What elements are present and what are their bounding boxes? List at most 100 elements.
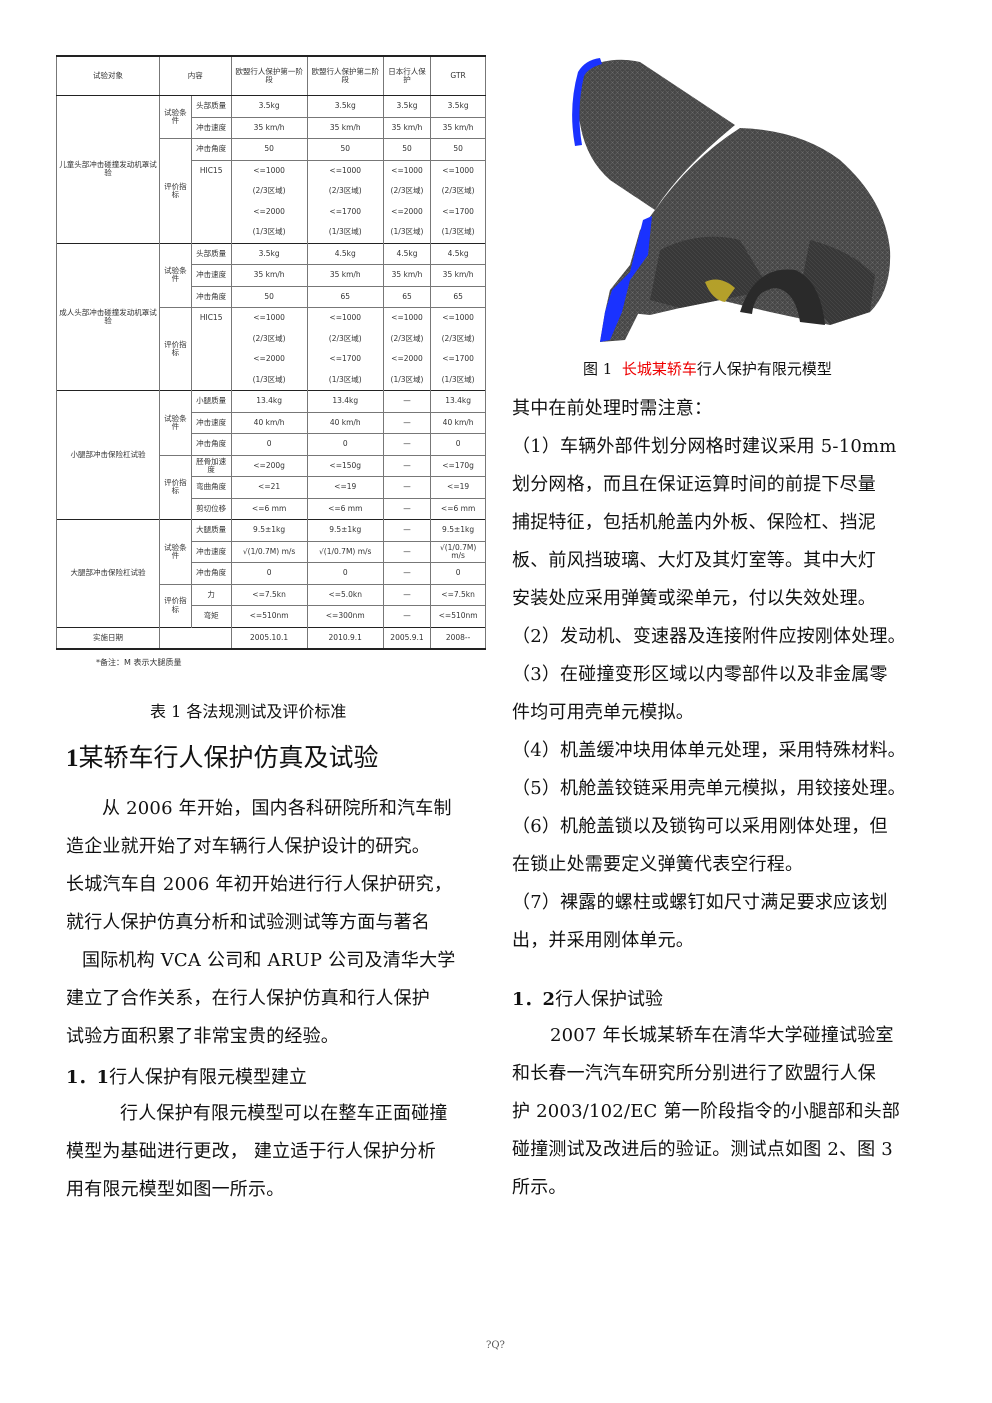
value-cell: <=510nm [230,605,308,627]
header-cell: 日本行人保护 [382,55,432,96]
value-cell: (1/3区域) [382,222,432,243]
value-cell: 35 km/h [430,116,486,139]
value-cell: 3.5kg [382,95,432,117]
header-cell: 内容 [158,55,232,96]
value-cell: <=1000 [430,159,486,181]
item-cell: 胫骨加速度 [190,454,232,477]
table-row: <=2000<=1700<=2000<=1700 [57,349,486,370]
blank-cell [158,626,232,650]
value-cell: (1/3区域) [230,222,308,243]
item-cell [190,369,232,391]
value-cell: 50 [306,138,384,160]
value-cell: (1/3区域) [306,369,384,391]
value-cell: <=19 [430,476,486,498]
value-cell: (1/3区域) [430,369,486,391]
table-row: 评价指标胫骨加速度<=200g<=150g—<=170g [57,454,486,520]
value-cell: — [382,476,432,498]
item-cell: 弯矩 [190,605,232,627]
value-cell: 40 km/h [430,411,486,434]
fe-model-figure [572,58,891,342]
value-cell: 40 km/h [230,411,308,434]
section-cell: 试验条件 [158,390,192,455]
value-cell: 0 [230,562,308,584]
table-row: (1/3区域)(1/3区域)(1/3区域)(1/3区域) [57,369,486,391]
value-cell: — [382,562,432,584]
value-cell: — [382,411,432,434]
value-cell: 9.5±1kg [230,519,308,541]
item-cell: 力 [190,583,232,606]
table-row: HIC15<=1000<=1000<=1000<=1000 [57,159,486,181]
header-cell: 试验对象 [56,55,160,96]
table-row: <=2000<=1700<=2000<=1700 [57,201,486,222]
value-cell: <=1000 [430,307,486,329]
paragraph-model: 行人保护有限元模型可以在整车正面碰撞 模型为基础进行更改， 建立适于行人保护分析… [66,1103,448,1200]
table-row: 评价指标力<=7.5kn<=5.0kn—<=7.5kn [57,583,486,627]
value-cell: 13.4kg [230,390,308,412]
value-cell: √(1/0.7M) m/s [230,540,308,563]
figure-caption: 图 1 长城某轿车行人保护有限元模型 [583,360,832,378]
value-cell: (2/3区域) [230,181,308,202]
section-cell: 评价指标 [158,138,192,243]
value-cell: 65 [306,285,384,308]
date-value-cell: 2005.9.1 [382,626,432,650]
value-cell: (1/3区域) [382,369,432,391]
value-cell: <=7.5kn [230,583,308,606]
group-name-cell: 小腿部冲击保险杠试验 [56,390,160,520]
paragraph-test: 2007 年长城某轿车在清华大学碰撞试验室 和长春一汽汽车研究所分别进行了欧盟行… [512,1025,901,1198]
value-cell: <=1000 [382,307,432,329]
subheading-1-1: 1．1行人保护有限元模型建立 [66,1067,308,1088]
value-cell: 0 [306,433,384,455]
value-cell: 65 [430,285,486,308]
paragraph-intro: 从 2006 年开始，国内各科研院所和汽车制 造企业就开始了对车辆行人保护设计的… [66,798,456,1047]
table-caption: 表 1 各法规测试及评价标准 [150,702,347,721]
value-cell: <=5.0kn [306,583,384,606]
value-cell: (2/3区域) [382,181,432,202]
item-cell: 冲击速度 [190,540,232,563]
page-number: ?Q? [486,1340,505,1351]
value-cell: (2/3区域) [430,181,486,202]
value-cell: <=1700 [430,201,486,222]
item-cell: 头部质量 [190,242,232,265]
date-value-cell: 2005.10.1 [230,626,308,650]
value-cell: 35 km/h [430,264,486,286]
value-cell: <=1000 [230,159,308,181]
section-cell: 评价指标 [158,454,192,520]
value-cell: 0 [230,433,308,455]
table-row: (2/3区域)(2/3区域)(2/3区域)(2/3区域) [57,181,486,202]
item-cell: 冲击角度 [190,285,232,308]
group-name-cell: 大腿部冲击保险杠试验 [56,519,160,627]
value-cell: 9.5±1kg [306,519,384,541]
value-cell: 0 [306,562,384,584]
value-cell: <=6 mm [306,497,384,520]
blue-edge-top [572,58,602,146]
value-cell: <=2000 [382,201,432,222]
value-cell: <=1000 [306,307,384,329]
header-cell: 欧盟行人保护第二阶段 [306,55,384,96]
value-cell: 50 [430,138,486,160]
header-cell: GTR [430,55,486,96]
item-cell: 冲击角度 [190,138,232,160]
item-cell: 小腿质量 [190,390,232,412]
value-cell: — [382,433,432,455]
value-cell: 3.5kg [230,242,308,265]
value-cell: 35 km/h [230,264,308,286]
value-cell: 35 km/h [382,116,432,139]
item-cell: 大腿质量 [190,519,232,541]
value-cell: 4.5kg [382,242,432,265]
value-cell: 3.5kg [306,95,384,117]
item-cell: 头部质量 [190,95,232,117]
value-cell: 50 [230,285,308,308]
value-cell: — [382,519,432,541]
value-cell: <=1700 [430,349,486,370]
value-cell: <=21 [230,476,308,498]
value-cell: <=200g [230,454,308,477]
value-cell: 13.4kg [306,390,384,412]
value-cell: <=2000 [230,201,308,222]
value-cell: <=170g [430,454,486,477]
